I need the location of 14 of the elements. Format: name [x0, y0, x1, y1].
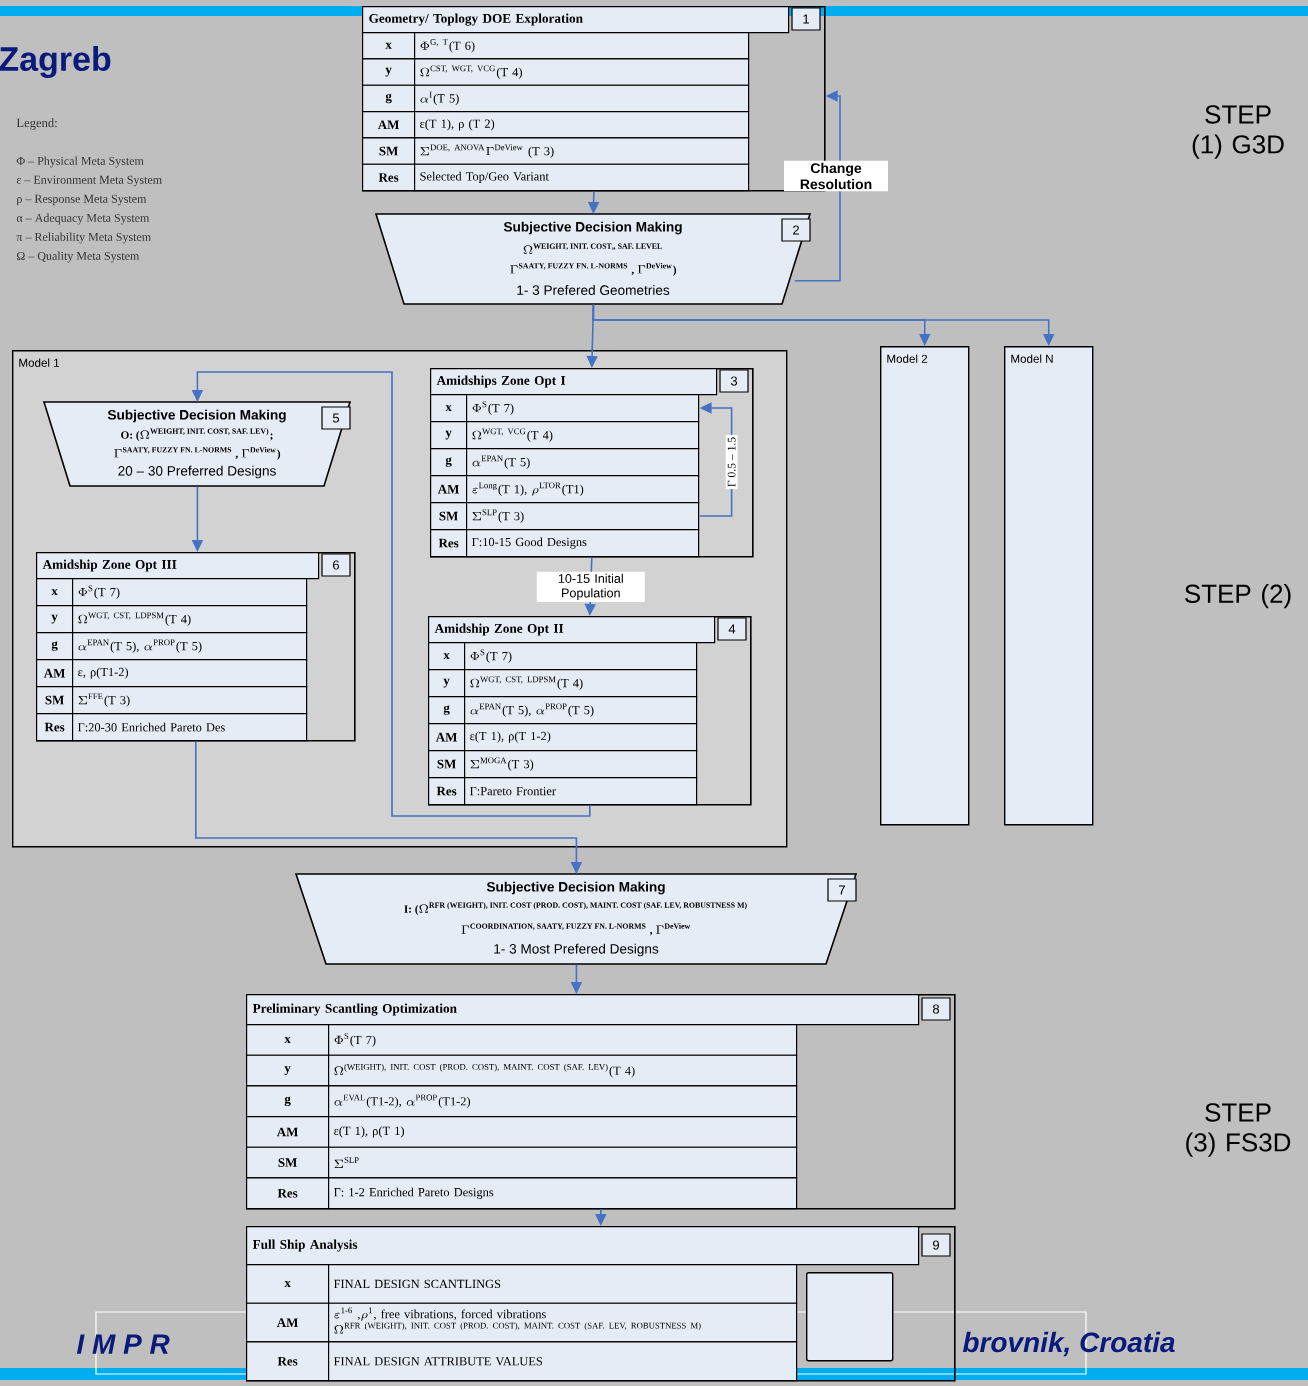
- empty-box: [806, 1272, 894, 1362]
- step-label: STEP (2): [1185, 583, 1291, 609]
- node-label: $\text{I: (}\Omega^{\text{RFR (WEIGHT), INIT. COST (PROD. COST), MAINT. COST (SAF. LEV, ROBUSTNESS M)}}$: [404, 902, 747, 916]
- footer-text: I M P R: [76, 1334, 170, 1354]
- arrow: [794, 90, 841, 282]
- node-label: $\Omega^{\text{WEIGHT, INIT. COST,, SAF. LEVEL}}$: [523, 243, 662, 254]
- node-label: $\text{O: (}\Omega^{\text{WEIGHT, INIT. COST, SAF. LEV)}}\text{;}$: [121, 428, 273, 442]
- node-label: $\Gamma^{\text{SAATY, FUZZY FN. L-NORMS}}\text{ , }\Gamma^{\text{DeView}}\text{)}$: [510, 262, 677, 276]
- node-label: $\Gamma^{\text{SAATY, FUZZY FN. L-NORMS}}\text{ , }\Gamma^{\text{DeView}}\text{)}$: [114, 446, 281, 460]
- title: Zagreb: [0, 46, 111, 78]
- footer-text: brovnik, Croatia: [962, 1331, 1175, 1357]
- step-label: STEP (3) FS3D: [1186, 1103, 1291, 1157]
- node-label: $\Gamma^{\text{COORDINATION, SAATY, FUZZY FN. L-NORMS}}\text{ , }\Gamma^{\text{DeView}}$: [461, 923, 691, 936]
- step-label: STEP (1) G3D: [1192, 105, 1284, 159]
